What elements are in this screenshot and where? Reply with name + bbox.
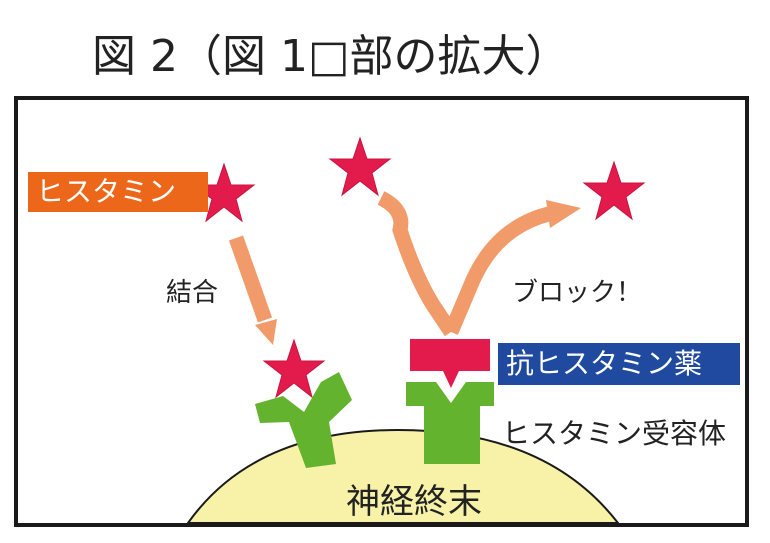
diagram-frame: ヒスタミン 結合 ブロック！ 抗ヒスタミン薬 ヒスタミン受容体 神経終末 [14, 96, 749, 527]
deflect-arrow-head [546, 200, 581, 228]
nerve-ending-label: 神経終末 [346, 482, 482, 522]
block-arrow-shaft [377, 191, 458, 337]
histamine-label: ヒスタミン [28, 172, 208, 212]
histamine-star-3 [582, 160, 646, 221]
binding-label: 結合 [166, 278, 219, 308]
figure-title: 図 2（図 1□部の拡大） [92, 31, 570, 82]
nerve-ending-shape [186, 428, 620, 523]
histamine-star-2 [328, 136, 392, 197]
deflect-arrow-shaft [444, 205, 555, 335]
receptor-left [255, 372, 352, 468]
receptor-right [406, 382, 494, 464]
binding-arrow-shaft [228, 235, 273, 323]
antihistamine-drug [410, 339, 490, 388]
diagram-canvas [186, 136, 646, 523]
bound-histamine-star [262, 338, 326, 399]
receptor-label: ヒスタミン受容体 [502, 417, 727, 450]
antihistamine-label: 抗ヒスタミン薬 [498, 343, 740, 385]
block-label: ブロック！ [512, 278, 643, 308]
binding-arrow-head [255, 319, 277, 345]
